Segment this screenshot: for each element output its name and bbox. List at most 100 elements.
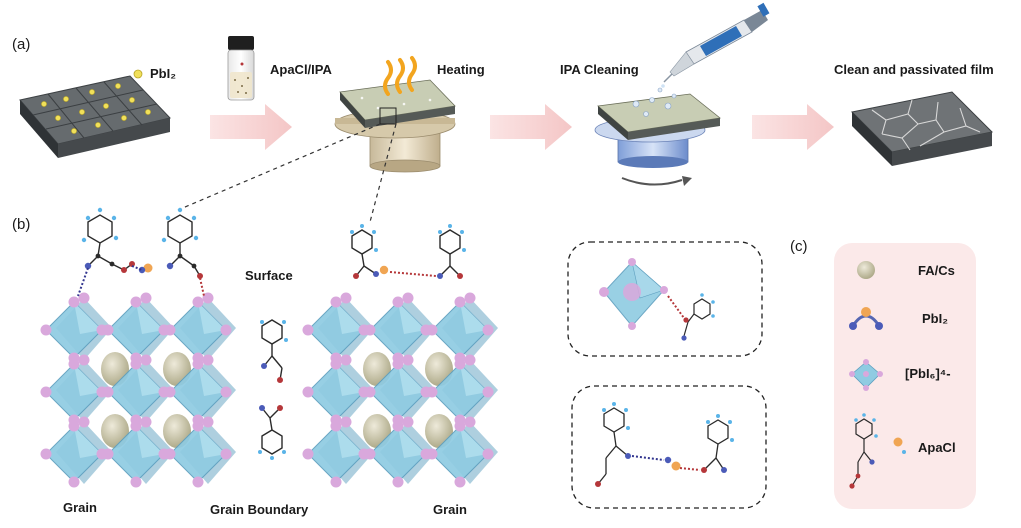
- iodide-atom: [330, 296, 342, 308]
- octahedron-facet: [74, 426, 102, 458]
- detail-box-octahedron: [567, 241, 763, 357]
- iodide-atom: [454, 476, 466, 488]
- iodide-atom: [454, 296, 466, 308]
- iodide-atom: [220, 324, 232, 336]
- iodide-atom: [164, 324, 176, 336]
- iodide-atom: [364, 448, 376, 460]
- iodide-atom: [78, 354, 90, 366]
- legend-label-pbi2: PbI₂: [922, 311, 948, 326]
- iodide-atom: [464, 354, 476, 366]
- process-arrow-2: [490, 104, 572, 150]
- iodide-atom: [482, 386, 494, 398]
- iodide-atom: [68, 296, 80, 308]
- iodide-atom: [140, 292, 152, 304]
- iodide-atom: [102, 448, 114, 460]
- iodide-atom: [482, 448, 494, 460]
- iodide-atom: [68, 358, 80, 370]
- spin-coater-illustration: [594, 93, 721, 186]
- octahedron-facet: [460, 426, 488, 458]
- octahedron-facet: [336, 364, 364, 396]
- iodide-atom: [220, 448, 232, 460]
- label-surface: Surface: [245, 268, 293, 283]
- pipette-icon: [661, 2, 770, 88]
- iodide-atom: [140, 416, 152, 428]
- iodide-atom: [454, 358, 466, 370]
- iodide-atom: [364, 386, 376, 398]
- apacl-molecule-surface-left: [77, 207, 205, 297]
- iodide-atom: [330, 358, 342, 370]
- detail-box-pbi2-bridge: [571, 385, 767, 509]
- iodide-atom: [392, 476, 404, 488]
- iodide-atom: [482, 324, 494, 336]
- iodide-atom: [130, 296, 142, 308]
- zoom-line-right: [369, 123, 397, 223]
- iodide-atom: [426, 448, 438, 460]
- apacl-molecule-surface-right: [350, 224, 466, 279]
- iodide-atom: [164, 448, 176, 460]
- octahedron-facet: [398, 364, 426, 396]
- iodide-atom: [340, 416, 352, 428]
- octahedron-facet: [136, 426, 164, 458]
- iodide-atom: [202, 292, 214, 304]
- legend-label-pbi6: [PbI₆]⁴-: [905, 366, 951, 381]
- octahedron-facet: [198, 364, 226, 396]
- droplets-icon: [632, 87, 677, 117]
- iodide-atom: [102, 386, 114, 398]
- legend-swatch-pbi6: [849, 359, 883, 391]
- iodide-atom: [68, 420, 80, 432]
- legend-label-fa-cs: FA/Cs: [918, 263, 955, 278]
- clean-film-illustration: [850, 91, 994, 166]
- iodide-atom: [392, 296, 404, 308]
- octahedron-facet: [336, 302, 364, 334]
- lattice-grain-left: [40, 292, 236, 488]
- iodide-atom: [330, 476, 342, 488]
- iodide-atom: [302, 386, 314, 398]
- iodide-atom: [464, 292, 476, 304]
- iodide-atom: [220, 386, 232, 398]
- iodide-atom: [130, 420, 142, 432]
- octahedron-facet: [74, 302, 102, 334]
- step-label-pbi2: PbI₂: [150, 66, 176, 81]
- iodide-atom: [392, 358, 404, 370]
- apacl-molecule-grain-boundary: [258, 319, 288, 460]
- iodide-atom: [464, 416, 476, 428]
- detail-octahedron-interaction: [599, 258, 715, 341]
- step-label-final-film: Clean and passivated film: [834, 62, 994, 77]
- label-grain-boundary: Grain Boundary: [210, 502, 309, 517]
- octahedron-facet: [336, 426, 364, 458]
- iodide-atom: [102, 324, 114, 336]
- octahedron-facet: [74, 364, 102, 396]
- label-grain-right: Grain: [433, 502, 467, 517]
- step-label-ipa-cleaning: IPA Cleaning: [560, 62, 639, 77]
- iodide-atom: [130, 476, 142, 488]
- octahedron-facet: [136, 302, 164, 334]
- iodide-atom: [40, 386, 52, 398]
- vial-icon: [227, 36, 255, 101]
- process-arrow-3: [752, 104, 834, 150]
- octahedron-facet: [398, 302, 426, 334]
- hot-plate-illustration: [334, 79, 456, 173]
- detail-pbi2-bridge-interaction: [595, 402, 734, 487]
- octahedron-facet: [198, 302, 226, 334]
- lattice-grain-right: [302, 292, 498, 488]
- iodide-atom: [426, 386, 438, 398]
- iodide-atom: [454, 420, 466, 432]
- iodide-atom: [392, 420, 404, 432]
- iodide-atom: [192, 296, 204, 308]
- iodide-atom: [68, 476, 80, 488]
- iodide-atom: [78, 416, 90, 428]
- panel-label-c: (c): [790, 238, 808, 255]
- legend-swatch-pbi2: [849, 307, 883, 330]
- iodide-atom: [202, 354, 214, 366]
- octahedron-facet: [136, 364, 164, 396]
- iodide-atom: [402, 292, 414, 304]
- pbi2-film-illustration: [19, 75, 171, 158]
- label-grain-left: Grain: [63, 500, 97, 515]
- step-label-apacl-ipa: ApaCl/IPA: [270, 62, 332, 77]
- octahedron-facet: [460, 364, 488, 396]
- iodide-atom: [78, 292, 90, 304]
- process-arrow-1: [210, 104, 292, 150]
- legend-swatch-apacl: [849, 413, 906, 489]
- panel-label-a: (a): [12, 36, 31, 53]
